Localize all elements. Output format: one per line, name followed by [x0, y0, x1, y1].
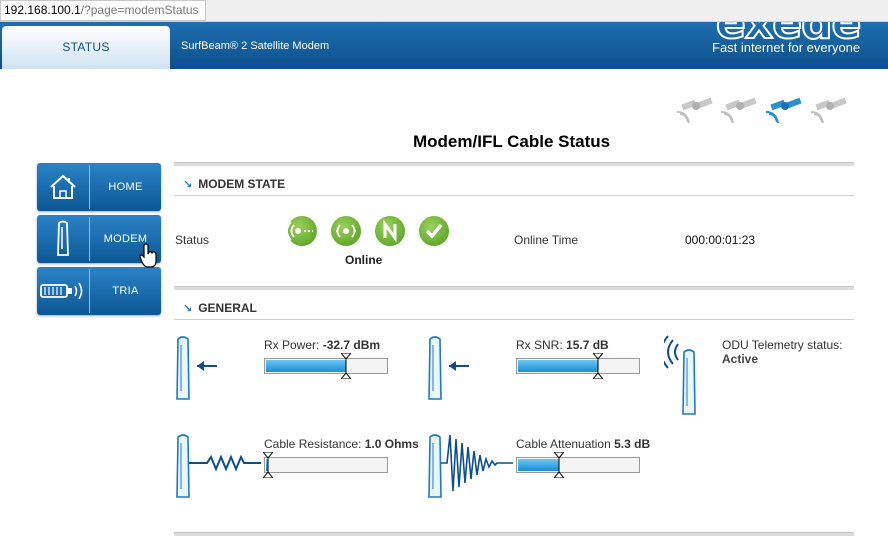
cable-attenuation-value: 5.3 dB: [614, 437, 651, 451]
signal-rx-icon: [286, 216, 317, 246]
url-path: /?page=modemStatus: [80, 3, 199, 17]
modem-cable-resistance-icon: [176, 434, 261, 498]
odu-telemetry-label: ODU Telemetry status:: [722, 338, 843, 352]
rx-snr-value: 15.7 dB: [566, 338, 609, 352]
nav-divider: [89, 165, 90, 209]
cable-resistance-label: Cable Resistance:: [264, 437, 362, 451]
brand-logo: exede: [715, 22, 862, 50]
modem-cable-attenuation-icon: [428, 434, 513, 498]
rx-power-value: -32.7 dBm: [322, 338, 381, 352]
rx-snr-label: Rx SNR:: [516, 338, 563, 352]
rx-power-text: Rx Power: -32.7 dBm: [264, 338, 380, 352]
cable-attenuation-text: Cable Attenuation 5.3 dB: [516, 437, 650, 451]
odu-telemetry-value: Active: [722, 352, 759, 366]
cable-attenuation-gauge: [516, 452, 640, 478]
tria-icon: [40, 282, 83, 300]
rx-power-gauge: [264, 353, 388, 379]
section-underline: [174, 195, 854, 196]
section-underline: [174, 319, 854, 320]
satellite-icon-1: [676, 97, 713, 124]
section-divider: [174, 286, 854, 290]
modem-state-title: MODEM STATE: [198, 177, 286, 191]
checkmark-icon: [419, 216, 449, 246]
nav-modem-label: MODEM: [103, 233, 148, 245]
status-label: Status: [175, 233, 210, 247]
cable-resistance-text: Cable Resistance: 1.0 Ohms: [264, 437, 419, 451]
odu-telemetry-icon: [664, 335, 696, 415]
hand-cursor-icon: [139, 243, 157, 268]
page-title: Modem/IFL Cable Status: [413, 132, 611, 151]
general-title: GENERAL: [198, 301, 257, 315]
nav-home-label: HOME: [108, 181, 143, 193]
online-time-label: Online Time: [514, 233, 579, 247]
nav-divider: [89, 269, 90, 313]
modem-state-heading: ↘ MODEM STATE: [183, 177, 285, 191]
cable-attenuation-fill: [518, 459, 559, 471]
product-name: SurfBeam® 2 Satellite Modem: [181, 40, 330, 52]
network-n-icon: [375, 216, 405, 246]
rx-power-label: Rx Power:: [264, 338, 320, 352]
modem-rx-power-icon: [176, 336, 217, 400]
modem-rx-snr-icon: [428, 336, 469, 400]
cable-resistance-value: 1.0 Ohms: [364, 437, 419, 451]
url-field[interactable]: 192.168.100.1/?page=modemStatus: [0, 0, 206, 21]
brand-tagline: Fast internet for everyone: [712, 40, 861, 55]
house-icon: [50, 174, 76, 199]
rx-snr-text: Rx SNR: 15.7 dB: [516, 338, 609, 352]
app-header: STATUS SurfBeam® 2 Satellite Modem exede…: [0, 22, 888, 69]
gauge-marker-icon: [263, 452, 273, 478]
modem-icon: [57, 220, 69, 256]
rx-snr-fill: [518, 360, 598, 372]
general-heading: ↘ GENERAL: [183, 301, 257, 315]
cable-attenuation-label: Cable Attenuation: [516, 437, 611, 451]
tab-status[interactable]: STATUS: [2, 26, 170, 69]
gauge-marker-icon: [341, 353, 351, 379]
rx-power-fill: [266, 360, 346, 372]
status-value: Online: [345, 253, 383, 267]
signal-tx-icon: [331, 216, 361, 246]
online-time-value: 000:00:01:23: [685, 233, 756, 247]
url-host: 192.168.100.1: [4, 3, 81, 17]
nav-tria-label: TRIA: [112, 285, 139, 297]
gauge-marker-icon: [554, 452, 564, 478]
gauge-marker-icon: [593, 353, 603, 379]
section-divider: [174, 162, 854, 166]
nav-home-button[interactable]: HOME: [37, 163, 161, 211]
nav-tria-button[interactable]: TRIA: [37, 267, 161, 315]
rx-snr-gauge: [516, 353, 640, 379]
arrow-down-right-icon: ↘: [183, 303, 193, 315]
cable-resistance-fill: [266, 459, 268, 471]
browser-address-bar: 192.168.100.1/?page=modemStatus: [0, 0, 888, 22]
satellite-icon-active: [765, 97, 802, 124]
arrow-down-right-icon: ↘: [183, 179, 193, 191]
cable-resistance-gauge: [263, 452, 388, 478]
nav-modem-button[interactable]: MODEM: [37, 215, 161, 263]
satellite-icon-4: [810, 97, 847, 124]
section-divider: [174, 532, 854, 536]
satellite-icon-2: [720, 97, 757, 124]
nav-divider: [89, 217, 90, 261]
